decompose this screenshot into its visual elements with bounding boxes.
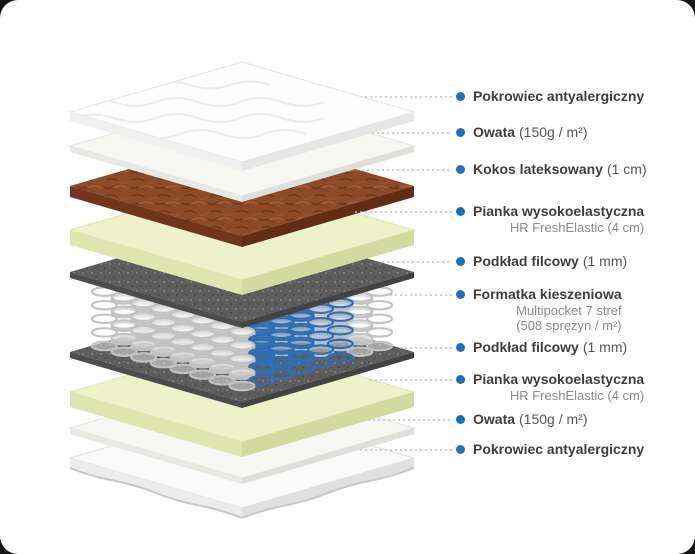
- layer-cover-top: [68, 61, 416, 171]
- label-foam-bottom: Pianka wysokoelastyczna HR FreshElastic …: [456, 371, 644, 403]
- bullet-icon: [456, 343, 465, 352]
- label-cover-bottom: Pokrowiec antyalergiczny: [456, 441, 644, 458]
- label-title: Owata(150g / m²): [473, 411, 588, 427]
- bullet-icon: [456, 445, 465, 454]
- label-title: Pianka wysokoelastyczna: [473, 371, 645, 387]
- label-title: Formatka kieszeniowa: [473, 286, 622, 302]
- label-wadding-bottom: Owata(150g / m²): [456, 411, 587, 428]
- label-title: Pianka wysokoelastyczna: [473, 203, 645, 219]
- label-pocket-springs: Formatka kieszeniowa Multipocket 7 stref…: [456, 286, 622, 333]
- label-subtext: (508 sprężyn / m²): [516, 318, 622, 333]
- label-title: Owata(150g / m²): [473, 124, 588, 140]
- bullet-icon: [456, 207, 465, 216]
- label-subtext: Multipocket 7 stref: [516, 303, 622, 318]
- label-felt-top: Podkład filcowy(1 mm): [456, 253, 627, 270]
- bullet-icon: [456, 128, 465, 137]
- label-wadding-top: Owata(150g / m²): [456, 124, 587, 141]
- bullet-icon: [456, 165, 465, 174]
- bullet-icon: [456, 257, 465, 266]
- bullet-icon: [456, 290, 465, 299]
- label-title: Kokos lateksowany(1 cm): [473, 161, 647, 177]
- bullet-icon: [456, 375, 465, 384]
- label-title: Pokrowiec antyalergiczny: [473, 88, 645, 104]
- leader-lines: [355, 96, 452, 451]
- label-title: Podkład filcowy(1 mm): [473, 253, 628, 269]
- label-felt-bottom: Podkład filcowy(1 mm): [456, 339, 627, 356]
- bullet-icon: [456, 415, 465, 424]
- bullet-icon: [456, 92, 465, 101]
- label-title: Pokrowiec antyalergiczny: [473, 441, 645, 457]
- label-foam-top: Pianka wysokoelastyczna HR FreshElastic …: [456, 203, 644, 235]
- label-title: Podkład filcowy(1 mm): [473, 339, 628, 355]
- label-cover-top: Pokrowiec antyalergiczny: [456, 88, 644, 105]
- label-coconut: Kokos lateksowany(1 cm): [456, 161, 647, 178]
- label-subtext: HR FreshElastic (4 cm): [509, 388, 645, 403]
- label-subtext: HR FreshElastic (4 cm): [509, 220, 645, 235]
